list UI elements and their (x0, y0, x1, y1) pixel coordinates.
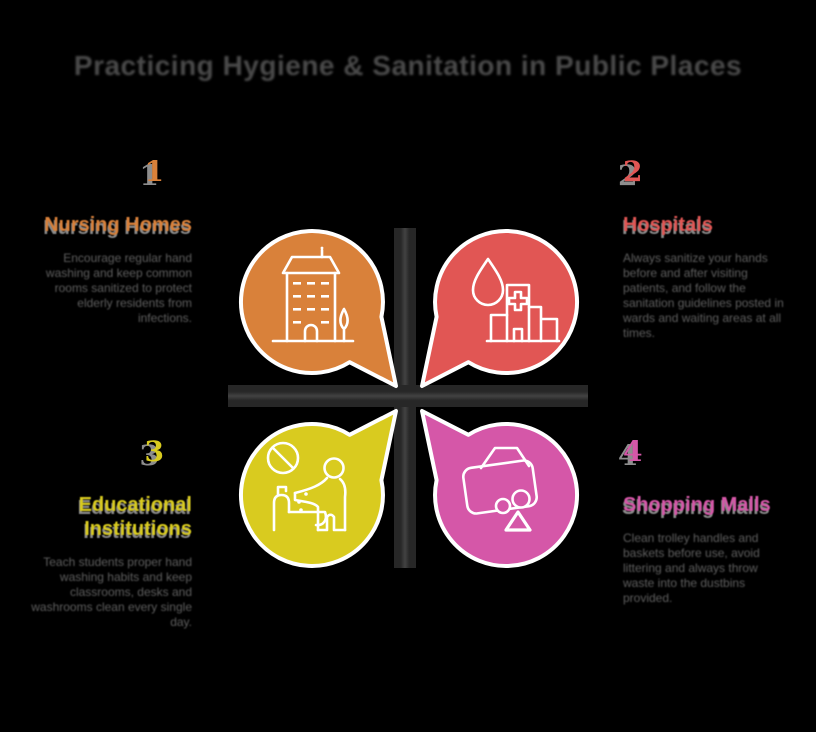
speech-bubble-nursing-homes (223, 213, 403, 393)
quadrant-1-title: Nursing Homes (44, 214, 192, 236)
building-icon (271, 246, 355, 343)
quadrant-2-description: Always sanitize your hands before and af… (623, 251, 784, 340)
quadrant-3-number: 3 (144, 435, 164, 468)
building-windows (293, 282, 329, 324)
quadrant-2-text-block: 2 Hospitals Always sanitize your hands b… (623, 158, 787, 341)
quadrant-3-description: Teach students proper hand washing habit… (31, 555, 192, 629)
tree-icon (339, 307, 349, 343)
prohibition-icon (266, 441, 300, 475)
speech-bubble-shape (420, 409, 580, 568)
speech-bubble-shopping-malls (417, 406, 597, 586)
shopping-basket-icon (462, 446, 538, 532)
quadrant-3-title: Educational Institutions (78, 494, 192, 540)
sanitizer-bottle (272, 493, 291, 532)
hand-sanitizer-icon (266, 441, 347, 532)
quadrant-1-number: 1 (144, 155, 164, 188)
droplet-icon (471, 257, 505, 307)
speech-bubble-shape (420, 229, 580, 388)
speech-bubble-hospitals (417, 213, 597, 393)
quadrant-4-title: Shopping Malls (623, 494, 771, 516)
quadrant-4-text-block: 4 Shopping Malls Clean trolley handles a… (623, 438, 787, 606)
quadrant-1-description: Encourage regular hand washing and keep … (45, 251, 192, 325)
quadrant-3-text-block: 3 Educational Institutions Teach student… (28, 438, 192, 630)
quadrant-4-number: 4 (623, 435, 643, 468)
speech-bubble-educational-institutions (223, 406, 403, 586)
page-title: Practicing Hygiene & Sanitation in Publi… (73, 50, 743, 81)
quadrant-4-description: Clean trolley handles and baskets before… (623, 531, 760, 605)
medical-cross-icon (507, 290, 529, 312)
hospital-icon (471, 257, 561, 343)
speech-bubble-shape (238, 229, 398, 388)
speech-bubble-shape (238, 409, 398, 568)
quadrant-2-title: Hospitals (623, 214, 714, 236)
quadrant-2-number: 2 (623, 155, 643, 188)
person-figure (293, 457, 347, 532)
divider-horizontal-line (228, 385, 588, 407)
quadrant-1-text-block: 1 Nursing Homes Encourage regular hand w… (28, 158, 192, 326)
